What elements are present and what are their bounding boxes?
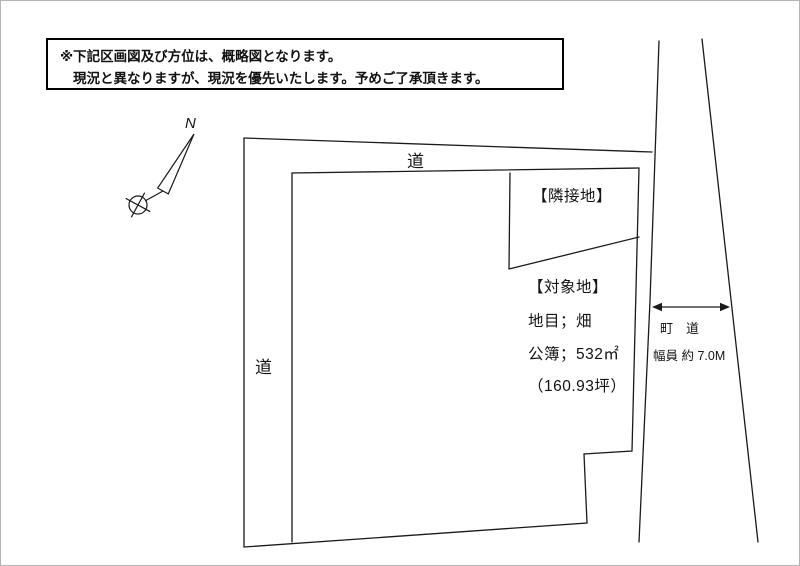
adjacent-lot-label: 【隣接地】 xyxy=(532,188,613,205)
road-width-label: 幅員 約 7.0M xyxy=(653,349,726,363)
subject-lot-top-line xyxy=(291,167,640,174)
adjacent-lot-diagonal-line xyxy=(508,236,640,270)
subject-lot-label: 【対象地】 xyxy=(528,279,609,296)
north-label: N xyxy=(185,115,196,132)
adjacent-lot-left-line xyxy=(508,172,511,270)
subject-lot-boundary xyxy=(243,167,640,548)
road-label-top: 道 xyxy=(407,152,424,171)
town-road-right-line xyxy=(701,38,759,543)
land-category-label: 地目；畑 xyxy=(528,313,593,330)
notice-line-1: ※下記区画図及び方位は、概略図となります。 xyxy=(60,49,342,64)
notice-box: ※下記区画図及び方位は、概略図となります。 現況と異なりますが、現況を優先いたし… xyxy=(46,38,564,90)
width-arrow-icon xyxy=(652,302,730,312)
registered-area-label: 公簿；532㎡ xyxy=(528,346,620,363)
top-road-line xyxy=(243,137,653,153)
tsubo-area-label: （160.93坪） xyxy=(528,378,627,395)
town-road-left-line xyxy=(638,40,660,543)
town-road-label: 町 道 xyxy=(660,321,700,336)
compass-north-icon xyxy=(125,133,195,218)
notice-line-2: 現況と異なりますが、現況を優先いたします。予めご了承頂きます。 xyxy=(73,71,489,87)
road-label-left: 道 xyxy=(255,358,272,377)
